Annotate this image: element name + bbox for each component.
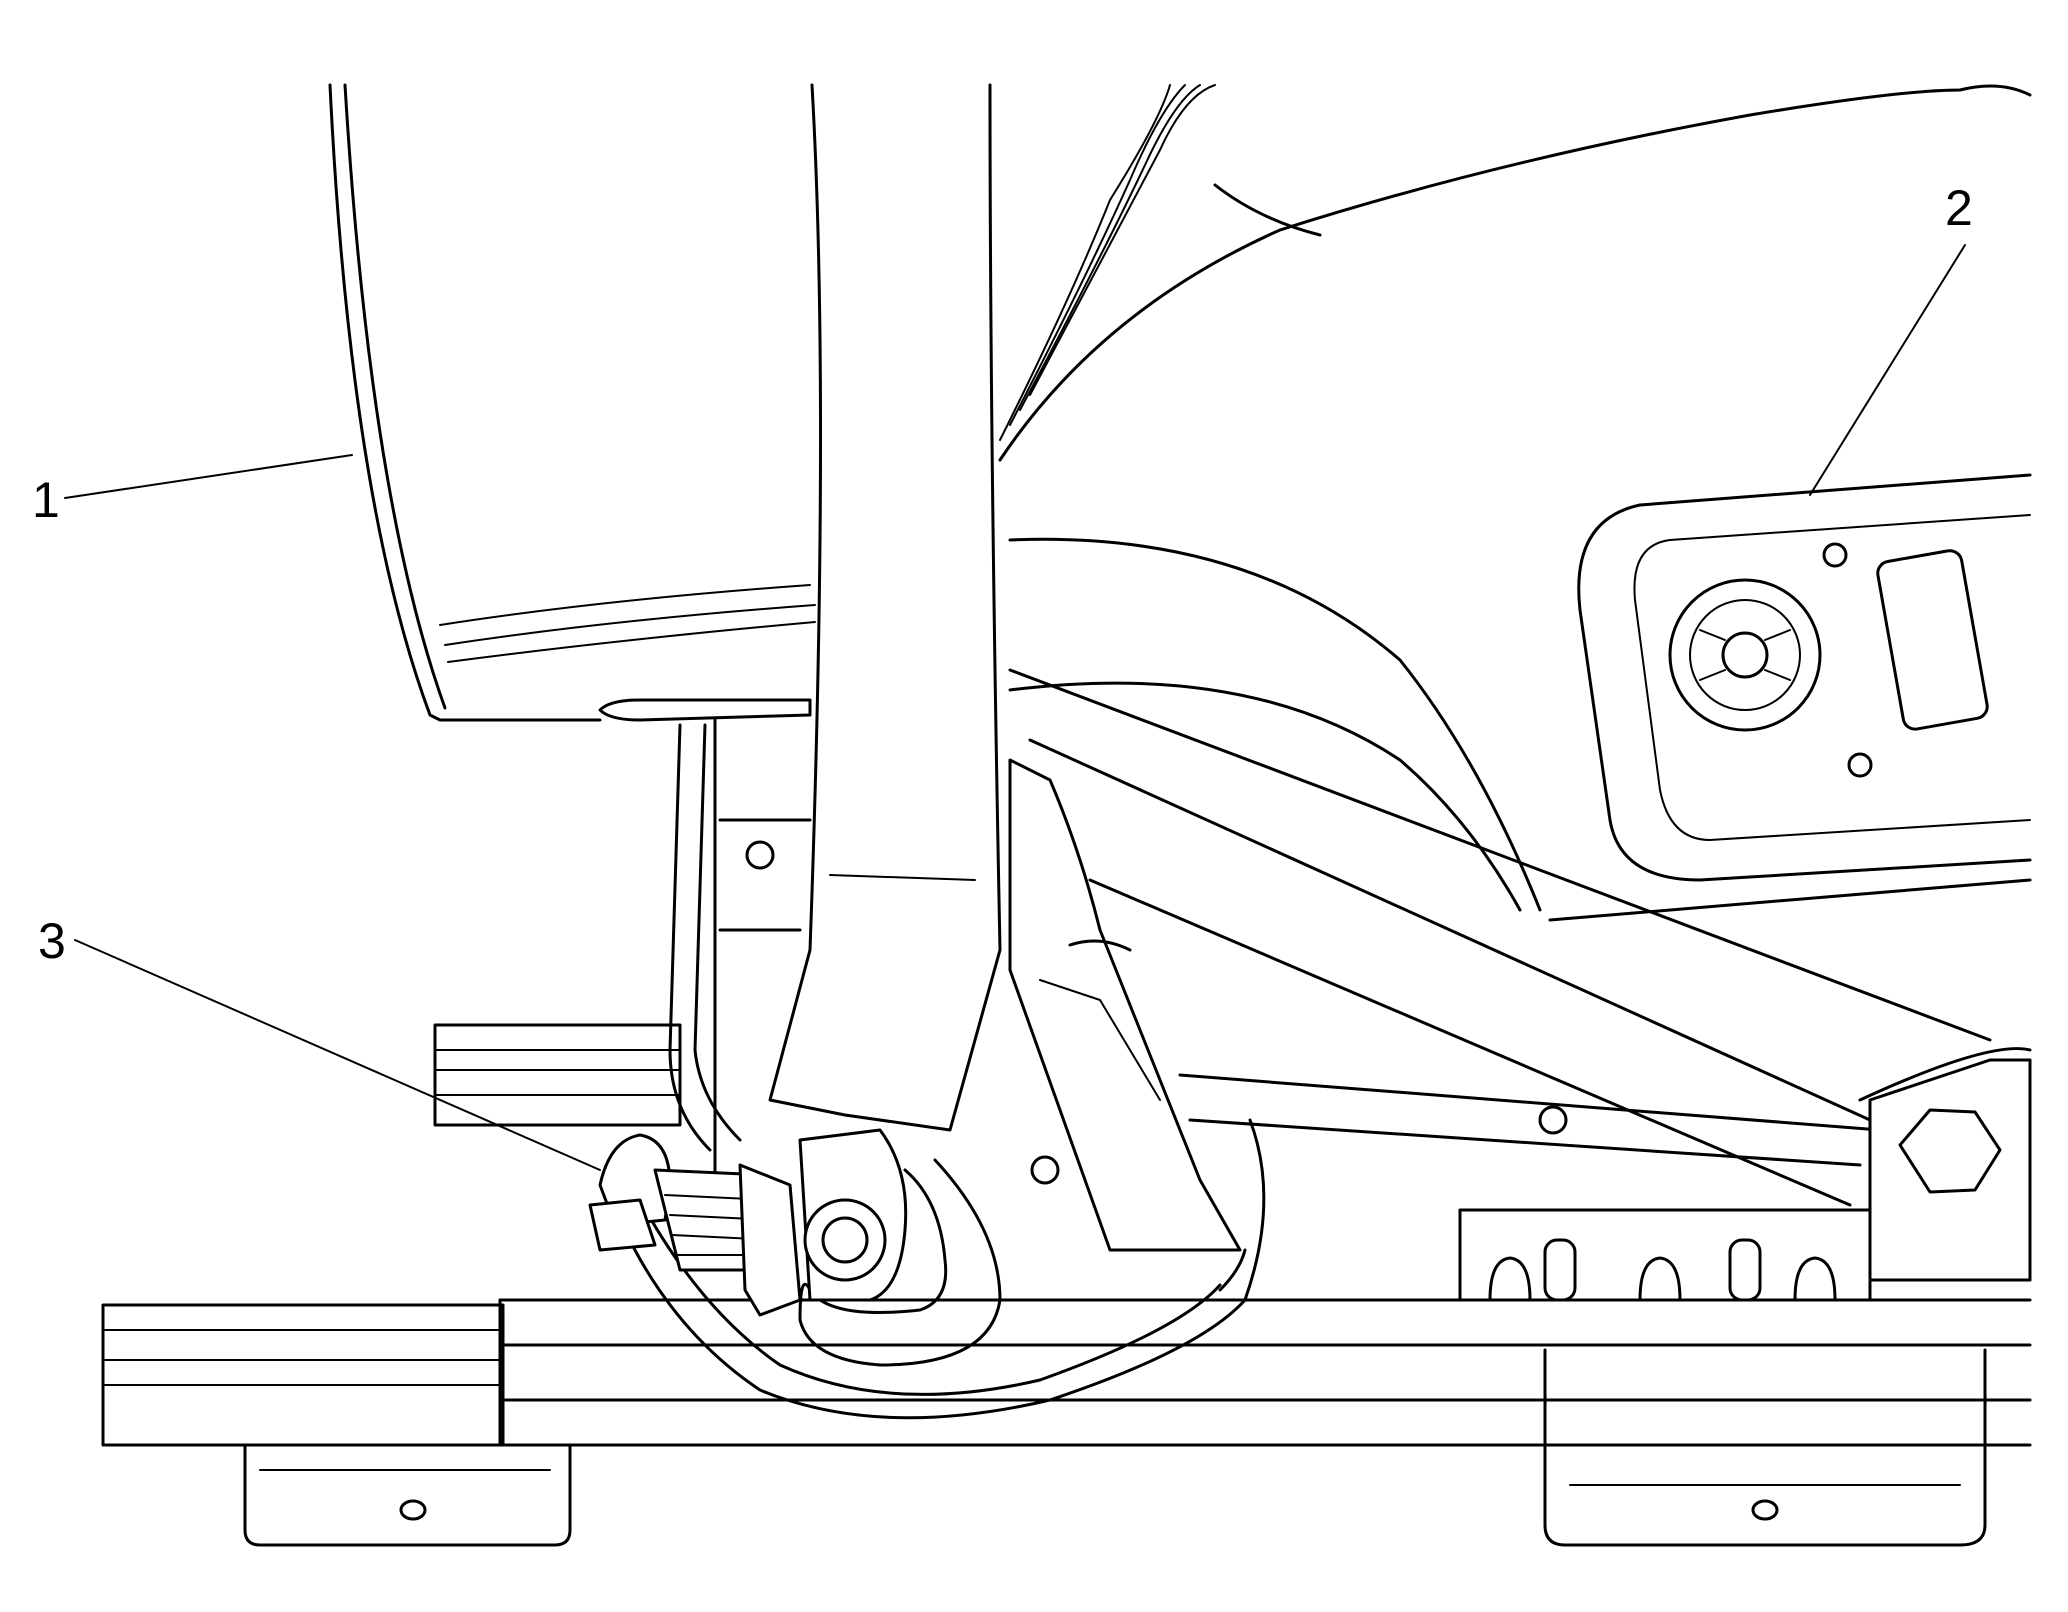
hex-bolt bbox=[1868, 1058, 2032, 1282]
seat-frame-panel bbox=[1548, 473, 2032, 922]
callout-leaders bbox=[64, 244, 1966, 1171]
callout-label-1: 1 bbox=[32, 472, 60, 528]
seat-belt-strap bbox=[768, 83, 1002, 1132]
left-bracket bbox=[713, 718, 1242, 1252]
callout-label-3: 3 bbox=[38, 913, 66, 969]
callout-label-2: 2 bbox=[1945, 180, 1973, 236]
electrical-connector bbox=[588, 1128, 908, 1317]
callout-leader-1 bbox=[64, 454, 353, 499]
callout-labels: 1 2 3 bbox=[32, 180, 1973, 969]
seat-track bbox=[101, 1023, 2032, 1547]
callout-leader-2 bbox=[1809, 244, 1966, 496]
seat-back bbox=[328, 83, 816, 722]
callout-leader-3 bbox=[74, 939, 601, 1171]
seat-frame-rails bbox=[1008, 668, 2032, 1207]
seat-cushion bbox=[998, 84, 2032, 912]
wiring-harness bbox=[618, 723, 1266, 1420]
